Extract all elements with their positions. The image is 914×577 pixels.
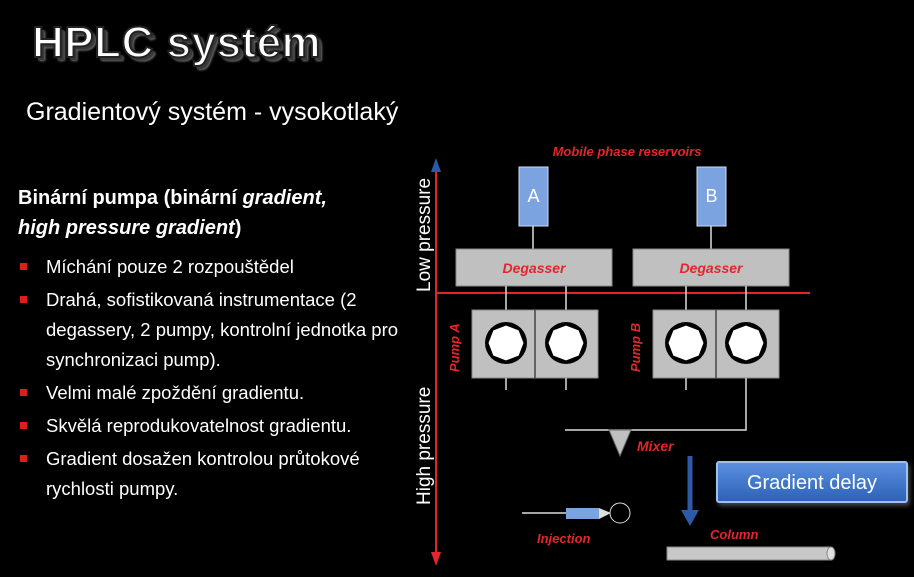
column-label: Column: [710, 527, 758, 542]
bullet-item: Drahá, sofistikovaná instrumentace (2 de…: [18, 285, 408, 375]
slide-title: HPLC systém: [31, 17, 322, 68]
pump-a-label: Pump A: [447, 323, 462, 372]
slide-subtitle: Gradientový systém - vysokotlaký: [26, 98, 399, 126]
degasser-right-label: Degasser: [679, 260, 744, 276]
high-pressure-label: High pressure: [414, 387, 435, 505]
degasser-left-label: Degasser: [502, 260, 567, 276]
heading-prefix: Binární pumpa (binární: [18, 187, 243, 209]
bullet-text: Míchání pouze 2 rozpouštědel: [46, 256, 294, 277]
reservoirs-label: Mobile phase reservoirs: [553, 144, 702, 159]
section-heading: Binární pumpa (binární gradient, high pre…: [18, 183, 408, 243]
bullet-list: Míchání pouze 2 rozpouštědel Drahá, sofi…: [18, 252, 408, 507]
bullet-item: Skvělá reprodukovatelnost gradientu.: [18, 411, 408, 441]
gradient-delay-button[interactable]: Gradient delay: [716, 461, 908, 503]
bullet-icon: [20, 422, 27, 429]
bullet-text: Drahá, sofistikovaná instrumentace (2 de…: [46, 289, 399, 370]
bullet-item: Gradient dosažen kontrolou průtokové ryc…: [18, 444, 408, 504]
heading-gradient: gradient,: [242, 187, 327, 209]
mixer-label: Mixer: [637, 438, 675, 454]
axis-arrow-down-icon: [431, 552, 441, 566]
injection-label: Injection: [537, 531, 591, 546]
bullet-item: Míchání pouze 2 rozpouštědel: [18, 252, 408, 282]
bullet-icon: [20, 389, 27, 396]
bullet-text: Velmi malé zpoždění gradientu.: [46, 382, 305, 403]
low-pressure-label: Low pressure: [414, 178, 435, 292]
degasser-left: [455, 248, 613, 287]
reservoir-b-label: B: [705, 186, 717, 206]
reservoir-a-label: A: [527, 186, 539, 206]
bullet-item: Velmi malé zpoždění gradientu.: [18, 378, 408, 408]
bullet-icon: [20, 455, 27, 462]
bullet-text: Skvělá reprodukovatelnost gradientu.: [46, 415, 352, 436]
pump-head-icon: [667, 324, 705, 362]
bullet-icon: [20, 263, 27, 270]
heading-high-pressure: high pressure gradient: [18, 217, 235, 239]
reservoir-b: [696, 166, 727, 227]
reservoir-a: [518, 166, 549, 227]
pump-head-icon: [547, 324, 585, 362]
pump-b-to-mixer-line: [565, 378, 747, 431]
heading-suffix: ): [234, 217, 242, 239]
syringe-tip-icon: [599, 508, 611, 519]
injection-syringe: [566, 508, 599, 519]
column-tube: [666, 546, 832, 561]
column-end-icon: [826, 546, 836, 561]
pump-b-label: Pump B: [628, 323, 643, 372]
injection-valve-icon: [609, 502, 631, 524]
pump-head-icon: [727, 324, 765, 362]
bullet-icon: [20, 296, 27, 303]
axis-arrow-up-icon: [431, 158, 441, 172]
degasser-right: [632, 248, 790, 287]
mixer-icon: [608, 429, 632, 458]
gradient-delay-arrow-icon: [681, 510, 699, 526]
bullet-text: Gradient dosažen kontrolou průtokové ryc…: [46, 448, 360, 499]
pump-head-icon: [487, 324, 525, 362]
